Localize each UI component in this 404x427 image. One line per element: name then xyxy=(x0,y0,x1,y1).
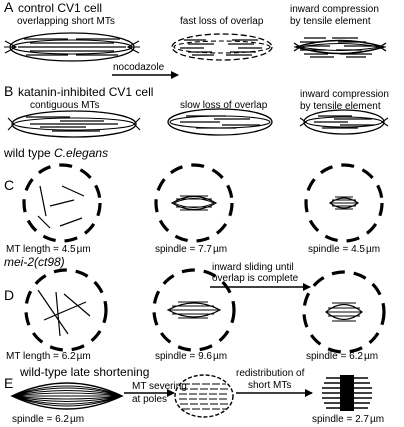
panel-c-label-2: spindle = 7.7µm xyxy=(155,244,227,255)
panel-d-header: mei-2(ct98) xyxy=(4,255,65,269)
panel-c-label-1: MT length = 4.5µm xyxy=(6,244,91,255)
panel-e-spindle-full xyxy=(10,382,124,410)
panel-a-spindle-overlapping xyxy=(4,32,140,62)
panel-a-stage3-label-line2: by tensile element xyxy=(290,16,371,27)
panel-e-spindle-severed xyxy=(174,374,234,418)
panel-e-label-2: spindle = 2.7µm xyxy=(312,414,384,425)
panel-b-spindle-contiguous xyxy=(7,110,141,138)
panel-c-spindle-4-5 xyxy=(304,163,384,243)
panel-e-arrow1-label-line2: at poles xyxy=(132,394,167,405)
panel-b-spindle-slow-loss xyxy=(167,108,273,136)
panel-d: mei-2(ct98) D MT length = 6.2µm spindle … xyxy=(4,255,386,362)
panel-b: B katanin-inhibited CV1 cell contiguous … xyxy=(4,83,389,138)
panel-c-spindle-7-7 xyxy=(154,163,234,243)
panel-b-stage3-label-line2: by tensile element xyxy=(300,101,381,112)
panel-d-arrow-label-line2: overlap is complete xyxy=(212,273,299,284)
panel-e-arrow2-label-line2: short MTs xyxy=(248,380,291,391)
panel-e-letter: E xyxy=(4,375,13,391)
panel-a-letter: A xyxy=(4,0,14,15)
panel-d-label-3: spindle = 6.2µm xyxy=(306,351,378,362)
panel-e: E wild-type late shortening spindle = 6.… xyxy=(4,365,384,425)
panel-c-initial-mts xyxy=(22,163,102,243)
panel-b-stage3-label-line1: inward compression xyxy=(300,89,389,100)
panel-d-spindle-9-6 xyxy=(152,268,236,352)
panel-c-header: wild type C.elegans xyxy=(3,146,108,160)
panel-e-spindle-short xyxy=(322,375,372,411)
panel-d-letter: D xyxy=(4,287,14,303)
panel-a-spindle-fast-loss xyxy=(171,33,273,61)
panel-e-arrow1-label-line1: MT severing xyxy=(132,381,187,392)
panel-d-spindle-6-2 xyxy=(302,270,386,354)
panel-d-arrow-label-line1: inward sliding until xyxy=(212,262,294,273)
panel-b-letter: B xyxy=(4,83,13,99)
panel-c-letter: C xyxy=(4,177,14,193)
panel-d-initial-mts xyxy=(24,268,108,352)
panel-c-header-prefix: wild type xyxy=(3,146,54,160)
panel-b-stage1-label: contiguous MTs xyxy=(30,100,99,111)
panel-a-stage2-label: fast loss of overlap xyxy=(180,16,264,27)
panel-b-stage2-label: slow loss of overlap xyxy=(180,100,268,111)
nocodazole-label: nocodazole xyxy=(113,62,165,73)
panel-d-label-2: spindle = 9.6µm xyxy=(155,351,227,362)
panel-a-stage1-label: overlapping short MTs xyxy=(17,16,115,27)
panel-a-stage3-label-line1: inward compression xyxy=(290,4,379,15)
panel-b-title: katanin-inhibited CV1 cell xyxy=(18,85,153,99)
panel-c-label-3: spindle = 4.5µm xyxy=(308,244,380,255)
panel-e-arrow2-label-line1: redistribution of xyxy=(236,368,305,379)
panel-a-spindle-compressed xyxy=(293,37,387,58)
panel-a-title: control CV1 cell xyxy=(18,1,102,15)
panel-e-label-1: spindle = 6.2µm xyxy=(12,414,84,425)
nocodazole-arrow-group: nocodazole xyxy=(112,62,179,79)
panel-a: A control CV1 cell overlapping short MTs… xyxy=(4,0,387,62)
panel-c: wild type C.elegans C MT length = 4.5µm … xyxy=(3,146,384,255)
panel-e-header: wild-type late shortening xyxy=(19,365,149,379)
panel-d-label-1: MT length = 6.2µm xyxy=(6,351,91,362)
panel-c-header-species: C.elegans xyxy=(54,146,108,160)
panel-b-spindle-compressed xyxy=(299,109,389,135)
